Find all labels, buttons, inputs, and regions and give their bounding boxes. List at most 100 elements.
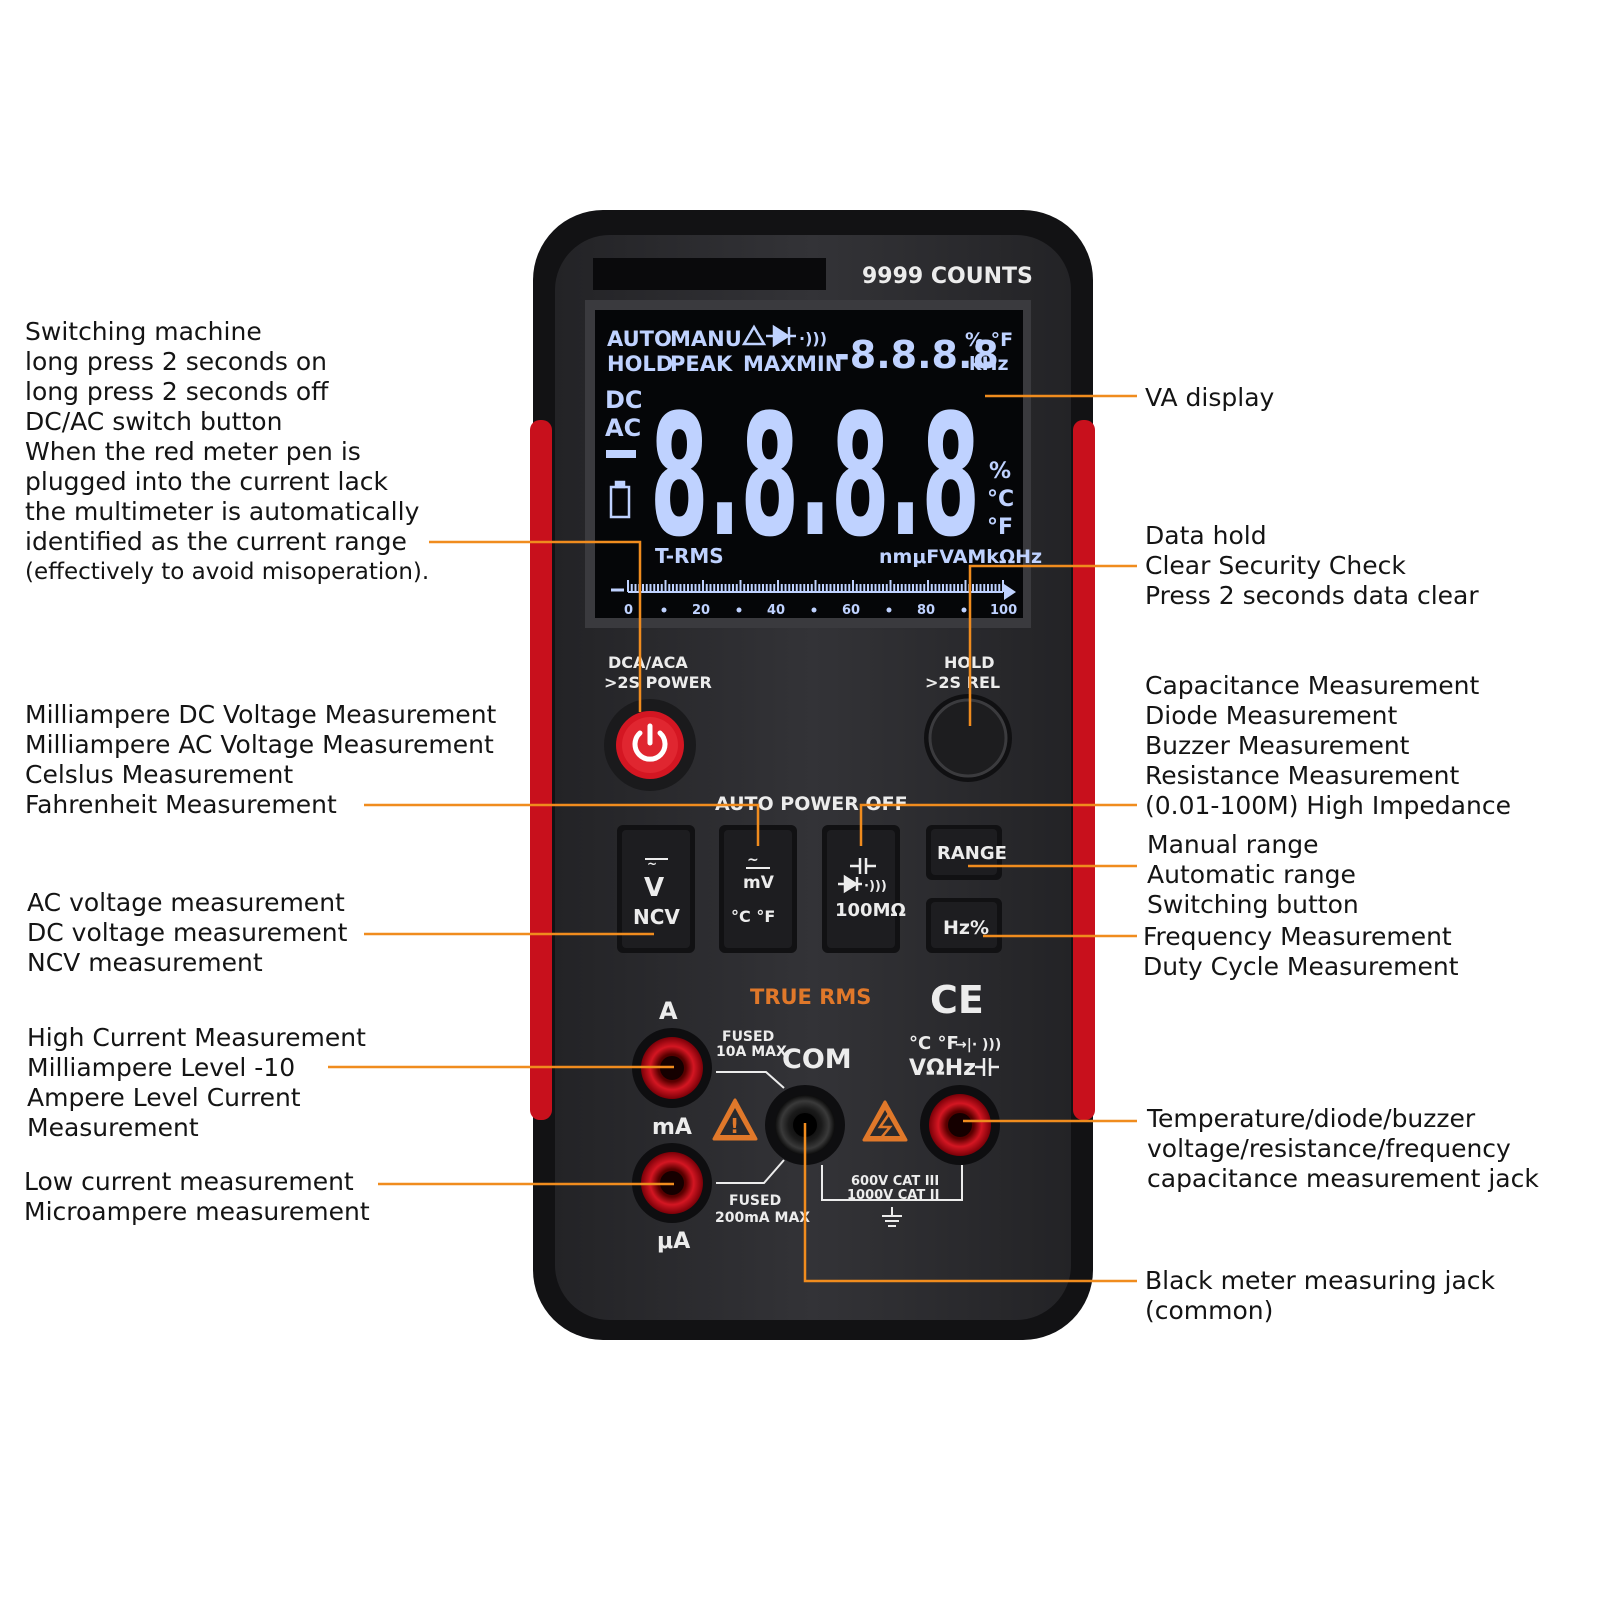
com-label: COM bbox=[782, 1044, 852, 1075]
callout-v-ncv: AC voltage measurement DC voltage measur… bbox=[27, 888, 347, 978]
callout-line: Switching machine bbox=[25, 317, 262, 346]
ground-icon bbox=[882, 1207, 902, 1227]
callout-v-jack: Temperature/diode/buzzer voltage/resista… bbox=[1147, 1104, 1539, 1194]
scale-20: 20 bbox=[692, 603, 710, 618]
v-jack-cap-icon bbox=[975, 1058, 999, 1076]
callout-com-jack: Black meter measuring jack (common) bbox=[1145, 1266, 1495, 1326]
cat-rating-2: 1000V CAT II bbox=[847, 1188, 939, 1203]
jack-ma-label: mA bbox=[652, 1115, 692, 1140]
callout-line: Measurement bbox=[27, 1113, 199, 1142]
lcd-khz: kHz bbox=[969, 353, 1009, 375]
callout-line: VA display bbox=[1145, 383, 1275, 412]
lcd-ac: AC bbox=[605, 414, 641, 442]
callout-line: DC/AC switch button bbox=[25, 407, 283, 436]
lcd-max: MAX bbox=[743, 352, 796, 376]
v-jack-label-2: VΩHz bbox=[909, 1056, 976, 1081]
fuse-line-bottom bbox=[716, 1159, 785, 1184]
callout-line: the multimeter is automatically bbox=[25, 497, 420, 526]
callout-line: NCV measurement bbox=[27, 948, 263, 977]
ce-mark: CE bbox=[930, 978, 984, 1022]
delta-icon bbox=[741, 324, 767, 346]
callout-mv-temp: Milliampere DC Voltage Measurement Milli… bbox=[25, 700, 496, 820]
hold-button[interactable] bbox=[924, 694, 1012, 782]
callout-line: long press 2 seconds off bbox=[25, 377, 329, 406]
callout-line: Fahrenheit Measurement bbox=[25, 790, 337, 819]
callout-ua-jack: Low current measurement Microampere meas… bbox=[24, 1167, 370, 1227]
callout-line: Automatic range bbox=[1147, 860, 1356, 889]
buzzer-icon: ·))) bbox=[799, 329, 827, 348]
callout-line: Milliampere Level -10 bbox=[27, 1053, 296, 1082]
mv-wave-icon: ~ bbox=[747, 852, 759, 868]
btn-v-bottom: NCV bbox=[633, 905, 680, 929]
callout-line: (effectively to avoid misoperation). bbox=[25, 559, 430, 585]
callout-line: Data hold bbox=[1145, 521, 1267, 550]
warning-icon-right bbox=[862, 1100, 908, 1142]
callout-line: Resistance Measurement bbox=[1145, 761, 1460, 790]
callout-line: Black meter measuring jack bbox=[1145, 1266, 1496, 1295]
callout-line: AC voltage measurement bbox=[27, 888, 345, 917]
svg-text:!: ! bbox=[730, 1114, 739, 1138]
callout-line: voltage/resistance/frequency bbox=[1147, 1134, 1511, 1163]
btn-cap-bottom: 100MΩ bbox=[835, 900, 906, 921]
callout-line: Microampere measurement bbox=[24, 1197, 370, 1226]
lcd-trms: T-RMS bbox=[655, 544, 724, 568]
callout-line: DC voltage measurement bbox=[27, 918, 348, 947]
v-jack[interactable] bbox=[920, 1085, 1000, 1165]
leader-power bbox=[429, 540, 642, 712]
mv-temp-button[interactable]: ~ mV °C °F bbox=[719, 825, 797, 953]
auto-power-off-label: AUTO POWER OFF bbox=[715, 793, 908, 815]
fused-200ma-1: FUSED bbox=[729, 1193, 781, 1209]
btn-range: RANGE bbox=[937, 843, 1007, 864]
lcd-peak: PEAK bbox=[670, 352, 733, 376]
lcd-dc: DC bbox=[605, 386, 643, 414]
lcd-small-digits: -8.8.8.8 bbox=[834, 333, 999, 377]
callout-line: Clear Security Check bbox=[1145, 551, 1406, 580]
btn-mv-top: mV bbox=[743, 873, 775, 893]
callout-cap-diode: Capacitance Measurement Diode Measuremen… bbox=[1145, 671, 1511, 821]
cat-bracket bbox=[821, 1165, 963, 1201]
hz-duty-button[interactable]: Hz% bbox=[926, 898, 1002, 953]
fuse-line-top bbox=[716, 1071, 785, 1089]
warning-icon-left: ! bbox=[712, 1098, 758, 1141]
top-window bbox=[593, 258, 826, 290]
lcd-hold: HOLD bbox=[607, 352, 673, 376]
callout-line: Temperature/diode/buzzer bbox=[1147, 1104, 1476, 1133]
btn-v-top: V bbox=[644, 873, 664, 903]
btn-diode-icon bbox=[838, 874, 862, 894]
callout-line: (0.01-100M) High Impedance bbox=[1145, 791, 1511, 820]
range-button[interactable]: RANGE bbox=[926, 825, 1007, 880]
lcd-minus-sign bbox=[606, 450, 636, 458]
power-label-1: DCA/ACA bbox=[608, 653, 688, 672]
callout-line: identified as the current range bbox=[25, 527, 407, 556]
callout-va-display: VA display bbox=[1145, 383, 1274, 413]
v-ncv-button[interactable]: ~ V NCV bbox=[617, 825, 695, 953]
callout-line: plugged into the current lack bbox=[25, 467, 389, 496]
scale-60: 60 bbox=[842, 603, 860, 618]
scale-80: 80 bbox=[917, 603, 935, 618]
fused-200ma-2: 200mA MAX bbox=[715, 1210, 810, 1226]
leader-mv bbox=[364, 803, 760, 846]
callout-line: Manual range bbox=[1147, 830, 1319, 859]
bargraph: 0 20 40 60 80 100 bbox=[611, 580, 1017, 618]
callout-range-button: Manual range Automatic range Switching b… bbox=[1147, 830, 1359, 920]
callout-line: Switching button bbox=[1147, 890, 1359, 919]
v-wave-icon: ~ bbox=[647, 857, 657, 871]
callout-line: Milliampere AC Voltage Measurement bbox=[25, 730, 494, 759]
jack-a-label: A bbox=[659, 997, 678, 1025]
callout-line: Capacitance Measurement bbox=[1145, 671, 1480, 700]
cat-rating-1: 600V CAT III bbox=[851, 1174, 939, 1189]
lcd-auto: AUTO bbox=[607, 327, 672, 351]
callout-hold-button: Data hold Clear Security Check Press 2 s… bbox=[1145, 521, 1479, 611]
lcd-pct-f: % °F bbox=[965, 329, 1013, 351]
power-button[interactable] bbox=[604, 699, 696, 791]
lcd-min: MIN bbox=[796, 352, 842, 376]
callout-line: Milliampere DC Voltage Measurement bbox=[25, 700, 497, 729]
cap-diode-button[interactable]: ·))) 100MΩ bbox=[822, 825, 906, 953]
left-red-strip bbox=[530, 420, 552, 1120]
btn-hz: Hz% bbox=[943, 917, 989, 939]
scale-0: 0 bbox=[624, 603, 633, 618]
callout-line: Ampere Level Current bbox=[27, 1083, 301, 1112]
capacitor-icon bbox=[850, 858, 876, 874]
callout-line: Low current measurement bbox=[24, 1167, 354, 1196]
